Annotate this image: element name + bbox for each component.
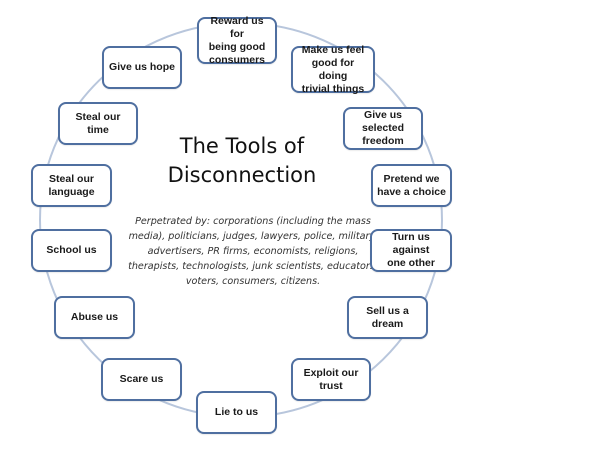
node-reward-us: Reward us for being good consumers: [197, 15, 277, 66]
diagram-title: The Tools of Disconnection: [167, 134, 317, 187]
node-steal-our-language: Steal our language: [31, 164, 112, 207]
node-sell-us-a-dream: Sell us a dream: [347, 296, 428, 339]
node-pretend-we-have-a-choice: Pretend we have a choice: [371, 164, 452, 207]
node-give-us-selected-freedom: Give us selected freedom: [343, 107, 423, 150]
node-school-us: School us: [31, 229, 112, 272]
node-abuse-us: Abuse us: [54, 296, 135, 339]
node-exploit-our-trust: Exploit our trust: [291, 358, 371, 401]
node-make-us-feel-good: Make us feel good for doing trivial thin…: [291, 44, 375, 95]
node-lie-to-us: Lie to us: [196, 391, 277, 434]
diagram-subtitle: Perpetrated by: corporations (including …: [128, 216, 378, 287]
node-scare-us: Scare us: [101, 358, 182, 401]
node-give-us-hope: Give us hope: [102, 46, 182, 89]
node-steal-our-time: Steal our time: [58, 102, 138, 145]
node-turn-us-against: Turn us against one other: [370, 229, 452, 272]
